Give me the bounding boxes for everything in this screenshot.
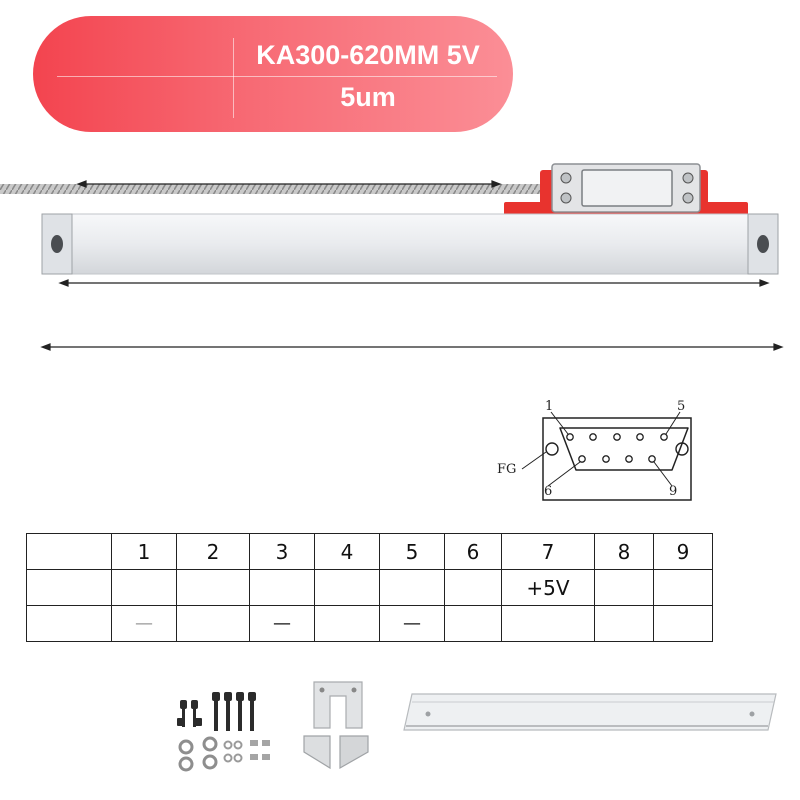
pin-row-top <box>566 433 668 441</box>
mounting-bracket-icon <box>303 681 369 770</box>
table-row: — — — <box>26 605 713 642</box>
pin-label-9: 9 <box>669 484 677 499</box>
pin-leader-lines <box>521 411 681 487</box>
effective-length-arrow <box>58 279 770 287</box>
table-cell <box>111 569 177 606</box>
table-cell <box>444 605 502 642</box>
table-cell: 5 <box>379 533 445 570</box>
screw-icon <box>682 172 694 184</box>
table-cell <box>26 569 112 606</box>
table-cell: — <box>249 605 315 642</box>
table-row: 1 2 3 4 5 6 7 8 9 <box>26 533 713 570</box>
model-banner: KA300-620MM 5V 5um <box>33 16 513 132</box>
table-cell <box>314 605 380 642</box>
table-cell: 9 <box>653 533 713 570</box>
mount-hole-icon <box>51 235 63 253</box>
table-cell: — <box>111 605 177 642</box>
table-cell <box>176 569 250 606</box>
connector-frame <box>542 417 692 501</box>
table-cell <box>314 569 380 606</box>
reader-window <box>581 169 673 207</box>
table-cell <box>249 569 315 606</box>
table-cell: +5V <box>501 569 595 606</box>
table-cell <box>594 605 654 642</box>
table-cell <box>176 605 250 642</box>
table-cell <box>379 569 445 606</box>
resolution-label: 5um <box>340 82 396 112</box>
table-cell <box>594 569 654 606</box>
screw-icon <box>560 192 572 204</box>
table-cell: 2 <box>176 533 250 570</box>
banner-divider-horizontal <box>57 76 497 77</box>
cable-length-arrow <box>76 180 502 188</box>
connector-shell <box>559 427 689 471</box>
table-cell: 7 <box>501 533 595 570</box>
table-cell: 4 <box>314 533 380 570</box>
mount-hole-icon <box>757 235 769 253</box>
table-cell <box>26 533 112 570</box>
bolt-set-icon <box>177 692 270 772</box>
linear-scale-illustration <box>0 163 784 351</box>
table-cell <box>501 605 595 642</box>
pin-label-6: 6 <box>544 484 552 499</box>
table-row: +5V <box>26 569 713 606</box>
table-cell <box>26 605 112 642</box>
fg-hole-icon <box>545 442 559 456</box>
total-length-arrow <box>40 343 784 351</box>
table-cell: 3 <box>249 533 315 570</box>
table-cell: — <box>379 605 445 642</box>
table-cell <box>444 569 502 606</box>
screw-icon <box>560 172 572 184</box>
pin-row-bottom <box>578 455 656 463</box>
mount-hole-icon <box>675 442 689 456</box>
pin-assignment-table: 1 2 3 4 5 6 7 8 9 +5V — — — <box>26 533 713 642</box>
pin-label-fg: FG <box>497 462 516 477</box>
pin-label-5: 5 <box>677 399 685 414</box>
table-cell <box>653 605 713 642</box>
table-cell: 1 <box>111 533 177 570</box>
table-cell: 8 <box>594 533 654 570</box>
pin-label-1: 1 <box>545 399 553 414</box>
table-cell: 6 <box>444 533 502 570</box>
screw-icon <box>682 192 694 204</box>
model-label: KA300-620MM 5V <box>256 40 480 70</box>
protective-cover-icon <box>403 693 777 731</box>
armored-cable <box>0 184 552 194</box>
scale-body <box>41 213 779 275</box>
table-cell <box>653 569 713 606</box>
banner-divider-vertical <box>233 38 234 118</box>
